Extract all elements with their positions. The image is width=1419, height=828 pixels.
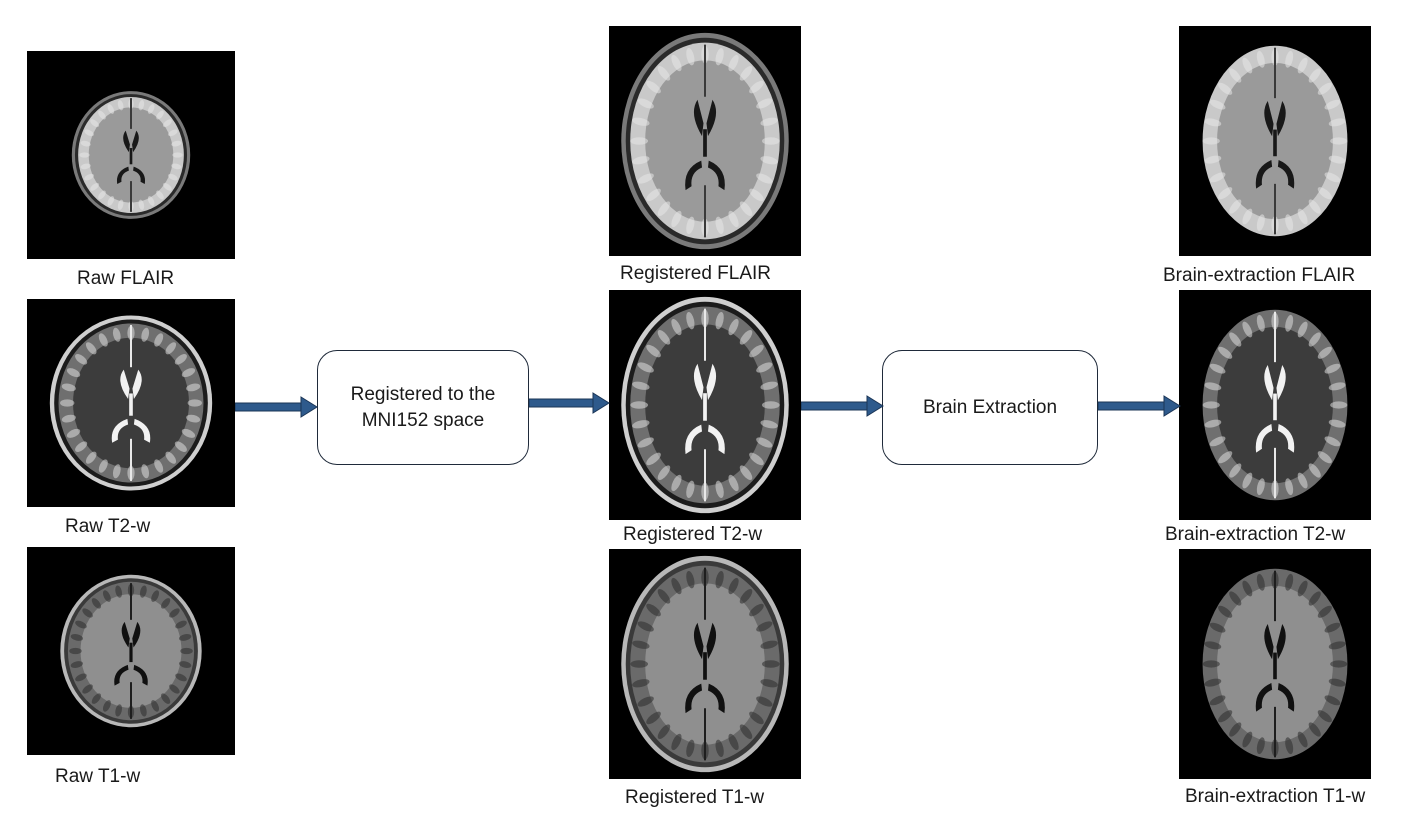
brain-slice-drawing [71, 91, 191, 219]
registered-t2-image [609, 290, 801, 520]
registered-flair-caption: Registered FLAIR [620, 263, 772, 284]
brain-slice-drawing [621, 32, 789, 250]
brain-slice-drawing [49, 315, 213, 491]
brain-slice-drawing [1202, 45, 1348, 237]
extracted-flair-caption: Brain-extraction FLAIR [1163, 265, 1356, 286]
registered-t2-caption: Registered T2-w [623, 524, 763, 545]
extracted-t2-caption: Brain-extraction T2-w [1165, 524, 1346, 545]
raw-t1-image [27, 547, 235, 755]
raw-flair-image [27, 51, 235, 259]
arrow-extraction-to-output [1098, 395, 1181, 417]
extracted-t2-image [1179, 290, 1371, 520]
registration-step-box: Registered to the MNI152 space [317, 350, 529, 465]
registered-t1-image [609, 549, 801, 779]
arrow-registration-to-registered [529, 392, 610, 414]
brain-slice-drawing [621, 555, 789, 773]
brain-slice-drawing [60, 574, 202, 728]
raw-t2-caption: Raw T2-w [65, 516, 151, 537]
raw-t1-caption: Raw T1-w [55, 766, 141, 787]
brain-slice-drawing [1202, 568, 1348, 760]
extracted-flair-image [1179, 26, 1371, 256]
arrow-raw-to-registration [235, 396, 318, 418]
extracted-t1-caption: Brain-extraction T1-w [1185, 786, 1366, 807]
brain-slice-drawing [621, 296, 789, 514]
extracted-t1-image [1179, 549, 1371, 779]
registration-step-label-line2: MNI152 space [361, 409, 485, 431]
extraction-step-box: Brain Extraction [882, 350, 1098, 465]
arrow-registered-to-extraction [801, 395, 884, 417]
brain-slice-drawing [1202, 309, 1348, 501]
registration-step-label-line1: Registered to the [350, 383, 496, 405]
registered-t1-caption: Registered T1-w [625, 787, 765, 808]
extraction-step-label: Brain Extraction [922, 396, 1058, 418]
raw-t2-image [27, 299, 235, 507]
registered-flair-image [609, 26, 801, 256]
raw-flair-caption: Raw FLAIR [77, 268, 175, 289]
